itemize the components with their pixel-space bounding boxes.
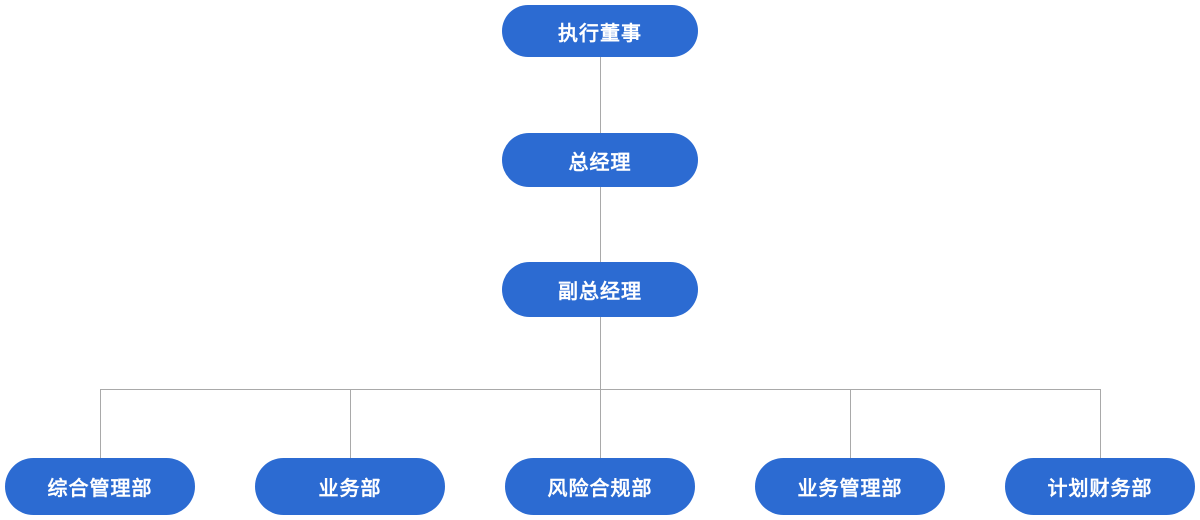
connector-gm-to-deputy	[600, 187, 601, 262]
node-dept-risk-compliance: 风险合规部	[505, 458, 695, 515]
connector-deputy-to-bus	[600, 317, 601, 389]
node-dept-business-management: 业务管理部	[755, 458, 945, 515]
node-dept-general-management: 综合管理部	[5, 458, 195, 515]
connector-to-dept-4	[850, 389, 851, 458]
connector-to-dept-5	[1100, 389, 1101, 458]
node-dept-planning-finance: 计划财务部	[1005, 458, 1195, 515]
connector-to-dept-1	[100, 389, 101, 458]
node-general-manager: 总经理	[502, 133, 698, 187]
connector-root-to-gm	[600, 57, 601, 133]
node-executive-director: 执行董事	[502, 5, 698, 57]
connector-to-dept-3	[600, 389, 601, 458]
node-dept-business: 业务部	[255, 458, 445, 515]
node-deputy-general-manager: 副总经理	[502, 262, 698, 317]
connector-to-dept-2	[350, 389, 351, 458]
